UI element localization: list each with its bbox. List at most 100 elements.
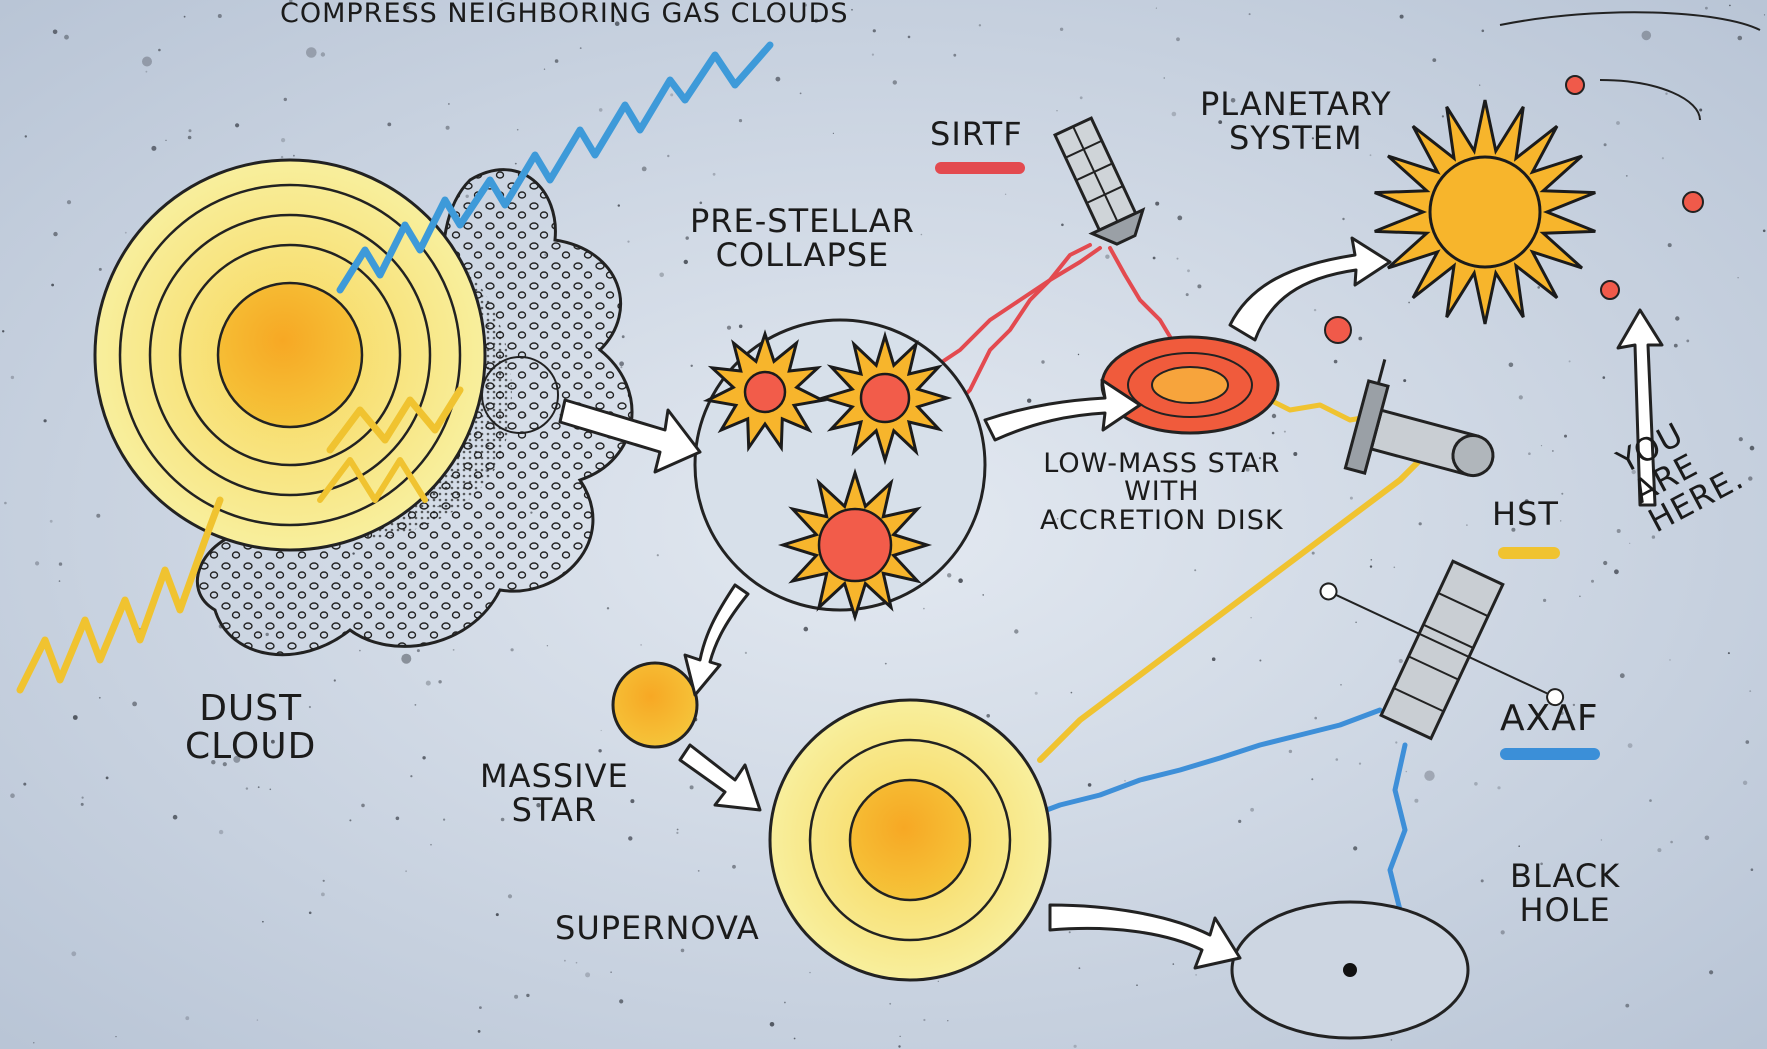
space-speck — [246, 787, 248, 789]
space-speck — [690, 785, 694, 789]
space-speck — [1187, 269, 1190, 272]
space-speck — [1419, 522, 1422, 525]
space-speck — [1474, 782, 1478, 786]
space-speck — [1355, 622, 1357, 624]
massive-star — [613, 663, 697, 747]
space-speck — [1652, 535, 1655, 538]
space-speck — [1699, 109, 1702, 112]
label-supernova: SUPERNOVA — [555, 912, 760, 946]
space-speck — [115, 1036, 116, 1037]
space-speck — [1056, 110, 1057, 111]
space-speck — [510, 648, 513, 651]
space-speck — [359, 650, 361, 652]
space-speck — [417, 649, 420, 652]
space-speck — [1080, 96, 1083, 99]
space-speck — [184, 16, 186, 18]
space-speck — [1399, 659, 1403, 663]
space-speck — [1519, 395, 1523, 399]
space-speck — [73, 715, 78, 720]
space-speck — [809, 972, 810, 973]
space-speck — [1764, 14, 1765, 15]
space-speck — [681, 949, 685, 953]
space-speck — [1628, 743, 1633, 748]
space-speck — [257, 1019, 258, 1020]
space-speck — [142, 57, 152, 67]
space-speck — [1541, 445, 1542, 446]
space-speck — [776, 77, 781, 82]
space-speck — [564, 960, 566, 962]
space-speck — [478, 1030, 481, 1033]
space-speck — [1591, 580, 1594, 583]
space-speck — [438, 680, 441, 683]
space-speck — [415, 704, 417, 706]
space-speck — [4, 502, 7, 505]
space-speck — [71, 951, 76, 956]
space-speck — [804, 627, 809, 632]
space-speck — [1528, 452, 1531, 455]
space-speck — [1314, 717, 1317, 720]
space-speck — [732, 865, 736, 869]
space-speck — [1442, 115, 1444, 117]
space-speck — [947, 573, 951, 577]
space-speck — [59, 580, 61, 582]
space-speck — [1738, 36, 1743, 41]
space-speck — [35, 561, 39, 565]
space-speck — [873, 29, 876, 32]
space-speck — [1177, 258, 1179, 260]
space-speck — [67, 200, 71, 204]
space-speck — [1177, 216, 1182, 221]
space-speck — [1705, 7, 1708, 10]
space-speck — [526, 994, 529, 997]
space-speck — [1041, 360, 1044, 363]
space-speck — [659, 273, 664, 278]
label-sirtf: SIRTF — [930, 118, 1023, 152]
space-speck — [50, 520, 53, 523]
space-speck — [1686, 340, 1689, 343]
space-speck — [1729, 5, 1731, 7]
space-speck — [1250, 808, 1254, 812]
space-speck — [739, 325, 743, 329]
space-speck — [958, 578, 963, 583]
space-speck — [1481, 879, 1484, 882]
space-speck — [1197, 284, 1201, 288]
space-speck — [281, 156, 283, 158]
space-speck — [132, 702, 137, 707]
space-speck — [165, 140, 166, 141]
space-speck — [106, 777, 109, 780]
space-speck — [479, 1006, 482, 1009]
space-speck — [1060, 28, 1063, 31]
space-speck — [1537, 286, 1540, 289]
space-speck — [1005, 194, 1006, 195]
space-speck — [64, 35, 69, 40]
space-speck — [544, 69, 545, 70]
space-speck — [684, 260, 688, 264]
space-speck — [1014, 629, 1018, 633]
space-speck — [51, 284, 54, 287]
space-speck — [1238, 820, 1241, 823]
space-speck — [1561, 493, 1563, 495]
label-low-mass-line3: ACCRETION DISK — [1040, 507, 1284, 535]
space-speck — [1350, 497, 1353, 500]
space-speck — [900, 1036, 901, 1037]
space-speck — [1195, 974, 1197, 976]
space-speck — [677, 829, 679, 831]
space-speck — [453, 649, 455, 651]
space-speck — [514, 995, 518, 999]
space-speck — [1509, 363, 1514, 368]
space-speck — [898, 1045, 900, 1047]
space-speck — [770, 1022, 775, 1027]
space-speck — [1501, 930, 1505, 934]
space-speck — [547, 645, 548, 646]
space-speck — [1424, 771, 1434, 781]
space-speck — [1479, 85, 1480, 86]
space-speck — [426, 681, 431, 686]
space-speck — [1078, 354, 1079, 355]
space-speck — [1164, 77, 1165, 78]
space-speck — [698, 870, 700, 872]
space-speck — [10, 793, 15, 798]
space-speck — [1737, 277, 1738, 278]
label-massive-star: MASSIVE STAR — [480, 760, 629, 827]
label-pre-stellar-collapse: PRE-STELLAR COLLAPSE — [690, 205, 915, 272]
space-speck — [676, 832, 678, 834]
space-speck — [1035, 692, 1038, 695]
